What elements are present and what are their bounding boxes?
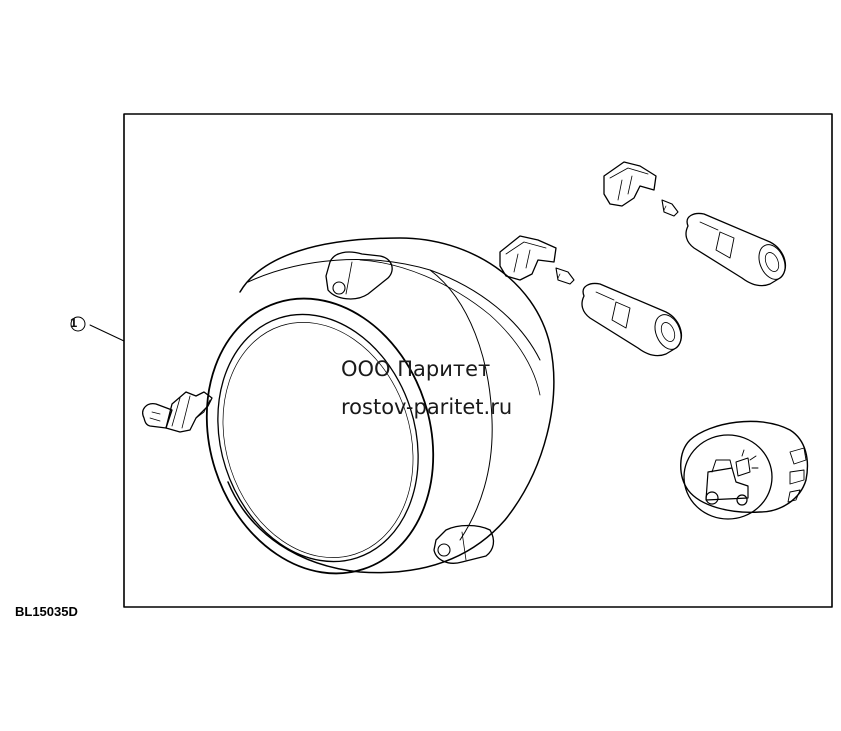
watermark-company: ООО Паритет (341, 357, 491, 381)
rocker-switch-work-light (680, 420, 809, 520)
callout-number-text: 1 (70, 315, 78, 330)
figure-id: BL15035D (15, 604, 78, 619)
connector-clip-upper (603, 161, 657, 207)
work-light-housing (205, 237, 555, 575)
plug-connector-upper (685, 212, 787, 287)
parts-frame (123, 113, 833, 608)
connector-pin-lower (555, 267, 575, 285)
tractor-work-light-icon (705, 449, 759, 506)
callout-number: 1 (68, 313, 88, 333)
watermark-url: rostov-paritet.ru (341, 395, 513, 419)
halogen-bulb (142, 391, 213, 433)
plug-connector-lower (581, 282, 683, 357)
callout-leader-line (89, 324, 125, 342)
connector-clip-lower (499, 235, 557, 281)
callout-circle (70, 316, 86, 332)
connector-pin-upper (661, 199, 679, 217)
